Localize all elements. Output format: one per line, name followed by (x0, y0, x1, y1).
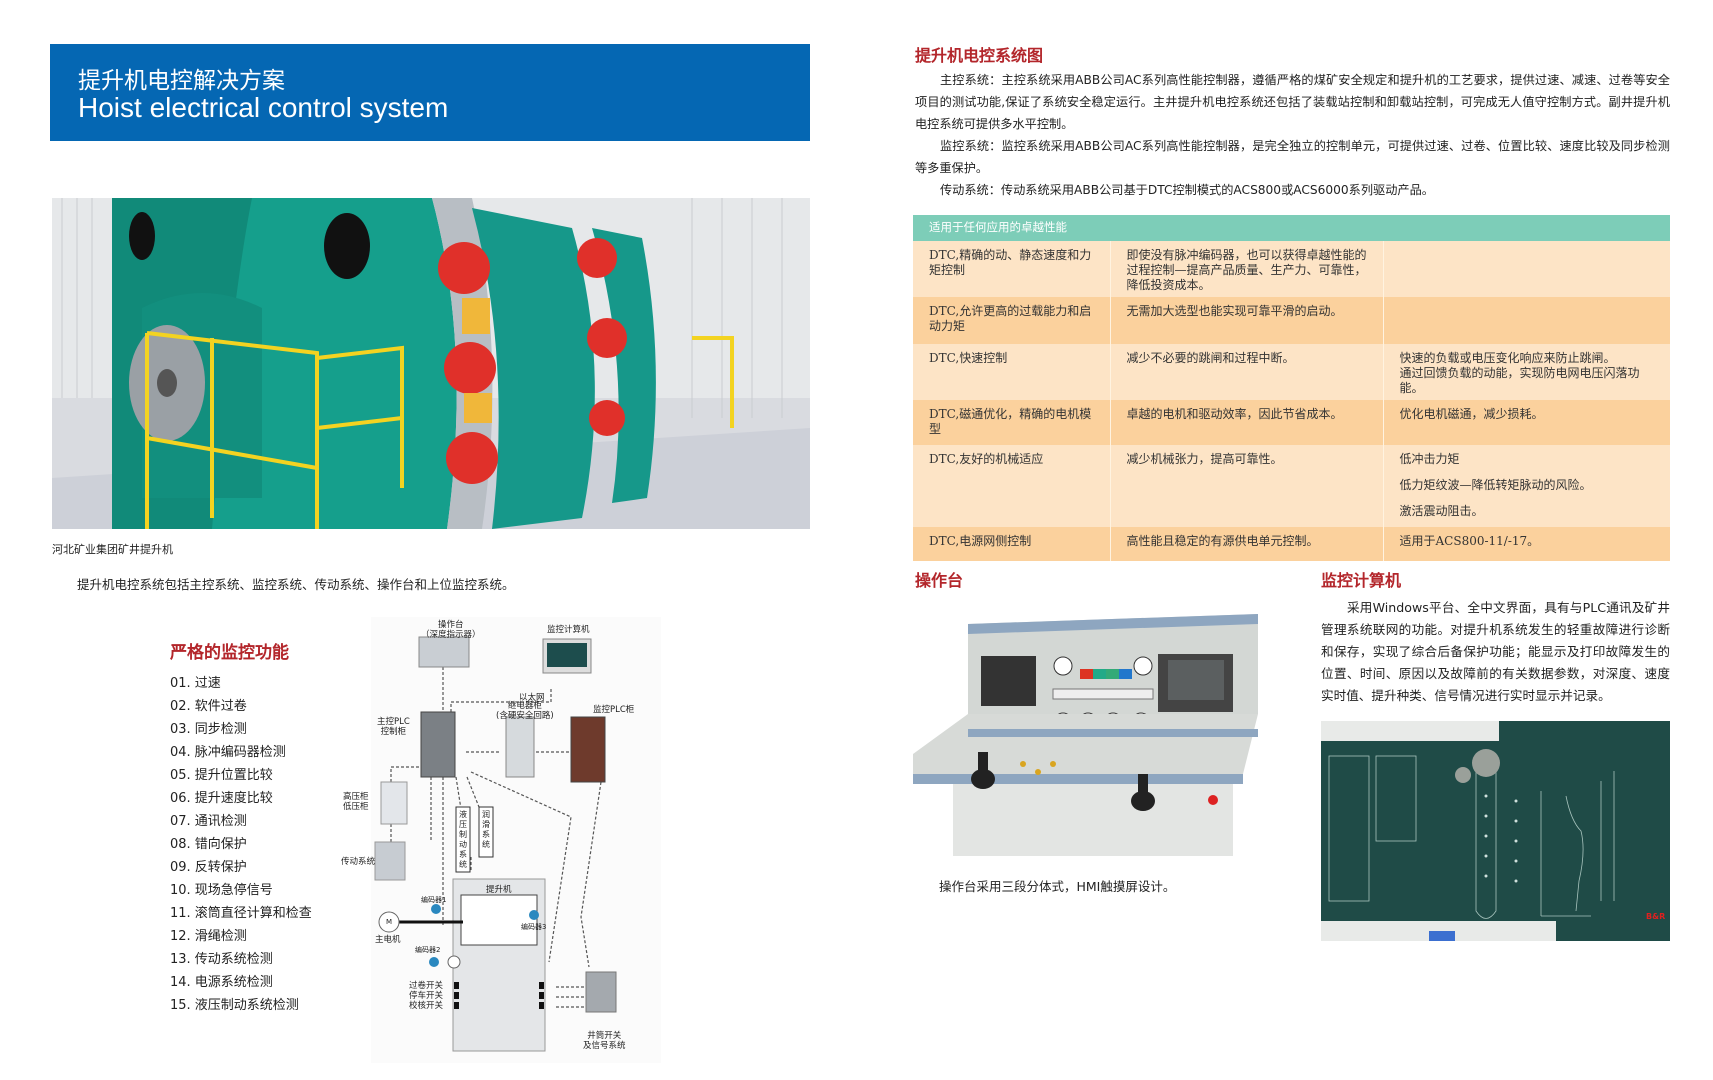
console-photo (913, 604, 1259, 856)
table-row: DTC,允许更高的过载能力和启动力矩 无需加大选型也能实现可靠平滑的启动。 (913, 297, 1670, 344)
list-item: 06. 提升速度比较 (170, 791, 273, 806)
table-cell: DTC,友好的机械适应 (913, 445, 1110, 527)
list-item: 11. 滚筒直径计算和检查 (170, 906, 312, 921)
diagram-label-hv-lv: 高压柜低压柜 (343, 792, 369, 812)
system-diagram-title: 提升机电控系统图 (915, 46, 1044, 65)
diagram-label-encoder1: 编码器1 (421, 896, 447, 904)
console-title: 操作台 (915, 571, 964, 590)
intro-text: 提升机电控系统包括主控系统、监控系统、传动系统、操作台和上位监控系统。 (77, 577, 515, 592)
table-cell (1382, 297, 1670, 344)
list-item: 09. 反转保护 (170, 860, 247, 875)
computer-title: 监控计算机 (1321, 571, 1402, 590)
diagram-label-lube: 润滑系统 (482, 810, 490, 849)
console-caption: 操作台采用三段分体式，HMI触摸屏设计。 (939, 879, 1176, 894)
table-row: DTC,磁通优化，精确的电机模型 卓越的电机和驱动效率，因此节省成本。 优化电机… (913, 400, 1670, 445)
diagram-label-encoder3: 编码器3 (521, 923, 547, 931)
diagram-label-encoder2: 编码器2 (415, 946, 441, 954)
monitoring-title: 严格的监控功能 (170, 643, 289, 663)
svg-text:B&R: B&R (1646, 912, 1665, 921)
table-row: DTC,快速控制 减少不必要的跳闸和过程中断。 快速的负载或电压变化响应来防止跳… (913, 344, 1670, 400)
table-header: 适用于任何应用的卓越性能 (913, 215, 1670, 241)
table-cell: DTC,精确的动、静态速度和力矩控制 (913, 241, 1110, 297)
drive-paragraph: 传动系统：传动系统采用ABB公司基于DTC控制模式的ACS800或ACS6000… (940, 183, 1434, 197)
list-item: 15. 液压制动系统检测 (170, 998, 299, 1013)
list-item: 14. 电源系统检测 (170, 975, 273, 990)
photo-caption: 河北矿业集团矿井提升机 (52, 543, 173, 556)
table-cell: 无需加大选型也能实现可靠平滑的启动。 (1109, 297, 1383, 344)
computer-text: 采用Windows平台、全中文界面，具有与PLC通讯及矿井管理系统联网的功能。对… (1321, 600, 1670, 703)
table-cell: DTC,磁通优化，精确的电机模型 (913, 400, 1110, 445)
main-control-paragraph: 主控系统：主控系统采用ABB公司AC系列高性能控制器，遵循严格的煤矿安全规定和提… (915, 73, 1670, 131)
table-row: DTC,精确的动、静态速度和力矩控制 即使没有脉冲编码器，也可以获得卓越性能的过… (913, 241, 1670, 297)
table-cell: 快速的负载或电压变化响应来防止跳闸。通过回馈负载的动能，实现防电网电压闪落功能。 (1382, 344, 1670, 400)
table-cell: DTC,电源网侧控制 (913, 527, 1110, 561)
table-cell: DTC,快速控制 (913, 344, 1110, 400)
list-item: 05. 提升位置比较 (170, 768, 273, 783)
diagram-label-hoist: 提升机 (486, 885, 512, 895)
diagram-label-ethernet: 以太网 (519, 693, 545, 703)
table-cell: 低冲击力矩低力矩纹波—降低转矩脉动的风险。激活震动阻击。 (1382, 445, 1670, 527)
list-item: 12. 滑绳检测 (170, 929, 247, 944)
table-cell: 适用于ACS800-11/-17。 (1382, 527, 1670, 561)
table-header-row: 适用于任何应用的卓越性能 (913, 215, 1670, 241)
list-item: 01. 过速 (170, 676, 221, 691)
diagram-label-drive: 传动系统 (341, 857, 376, 867)
table-cell: DTC,允许更高的过载能力和启动力矩 (913, 297, 1110, 344)
hmi-screenshot: B&R (1321, 721, 1670, 941)
diagram-label-console: 操作台（深度指示器） (421, 620, 481, 640)
table-cell: 减少机械张力，提高可靠性。 (1109, 445, 1383, 527)
diagram-label-motor-symbol: M (386, 918, 393, 926)
diagram-label-monitor-plc: 监控PLC柜 (593, 705, 635, 715)
table-cell: 即使没有脉冲编码器，也可以获得卓越性能的过程控制—提高产品质量、生产力、可靠性，… (1109, 241, 1383, 297)
table-cell: 卓越的电机和驱动效率，因此节省成本。 (1109, 400, 1383, 445)
table-row: DTC,电源网侧控制 高性能且稳定的有源供电单元控制。 适用于ACS800-11… (913, 527, 1670, 561)
list-item: 13. 传动系统检测 (170, 952, 273, 967)
performance-table: 适用于任何应用的卓越性能 DTC,精确的动、静态速度和力矩控制 即使没有脉冲编码… (913, 215, 1670, 561)
diagram-label-motor: 主电机 (375, 935, 401, 945)
table-cell (1382, 241, 1670, 297)
list-item: 03. 同步检测 (170, 722, 247, 737)
monitor-paragraph: 监控系统：监控系统采用ABB公司AC系列高性能控制器，是完全独立的控制单元，可提… (915, 139, 1670, 175)
diagram-label-monitor-pc: 监控计算机 (547, 625, 590, 635)
table-row: DTC,友好的机械适应 减少机械张力，提高可靠性。 低冲击力矩低力矩纹波—降低转… (913, 445, 1670, 527)
list-item: 07. 通讯检测 (170, 814, 247, 829)
hoist-photo (52, 198, 810, 533)
list-item: 04. 脉冲编码器检测 (170, 745, 286, 760)
table-cell: 高性能且稳定的有源供电单元控制。 (1109, 527, 1383, 561)
header-title-cn: 提升机电控解决方案 (78, 68, 285, 94)
list-item: 02. 软件过卷 (170, 699, 247, 714)
diagram-label-switches: 过卷开关停车开关校核开关 (409, 981, 444, 1011)
diagram-label-hydraulic: 液压制动系统 (459, 810, 467, 869)
table-cell: 减少不必要的跳闸和过程中断。 (1109, 344, 1383, 400)
diagram-label-shaft: 井筒开关及信号系统 (583, 1031, 626, 1051)
header-title-en: Hoist electrical control system (78, 92, 449, 123)
page-header-banner: 提升机电控解决方案 Hoist electrical control syste… (50, 44, 810, 141)
list-item: 08. 错向保护 (170, 837, 247, 852)
table-cell: 优化电机磁通，减少损耗。 (1382, 400, 1670, 445)
diagram-label-relay: 继电器柜(含硬安全回路) (496, 701, 554, 721)
list-item: 10. 现场急停信号 (170, 883, 273, 898)
